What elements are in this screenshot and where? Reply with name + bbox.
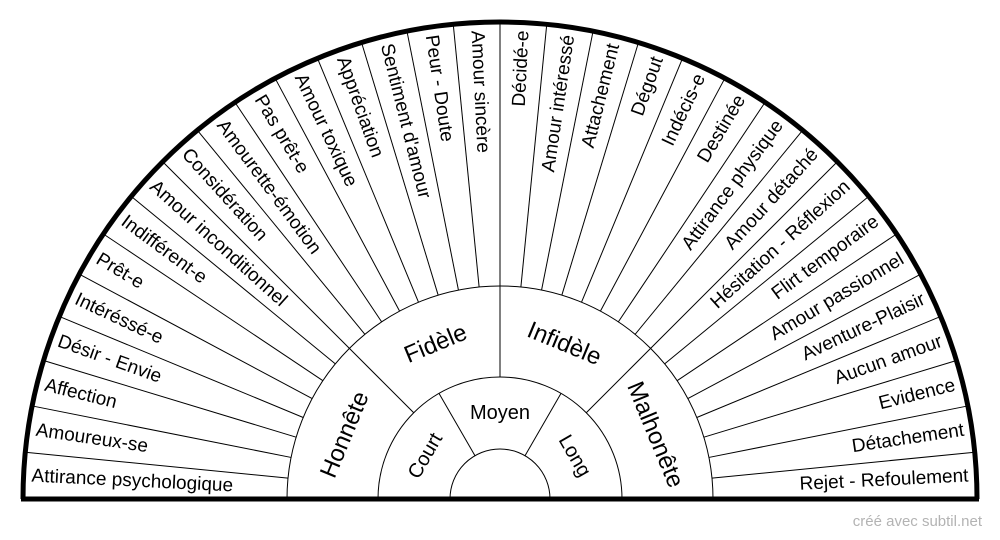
inner-ring-outline xyxy=(377,376,623,500)
inner-divider xyxy=(438,393,476,456)
outer-divider xyxy=(25,451,289,479)
middle-divider xyxy=(585,348,651,414)
outer-divider xyxy=(687,273,921,400)
outer-divider xyxy=(406,31,459,291)
outer-sector-label: Amour intéressé xyxy=(538,34,579,174)
inner-sector-label: Long xyxy=(554,431,595,481)
outer-divider xyxy=(32,405,292,458)
outer-divider xyxy=(541,31,594,291)
footer-credit: créé avec subtil.net xyxy=(852,513,982,530)
outer-divider xyxy=(43,360,297,438)
outer-divider xyxy=(361,42,439,296)
outer-sector-label: Rejet - Refoulement xyxy=(799,465,970,494)
outer-divider xyxy=(703,360,957,438)
outer-divider xyxy=(234,102,383,323)
inner-sector-label: Moyen xyxy=(470,402,530,424)
middle-sector-label: Malhonête xyxy=(621,378,689,492)
outer-sector-label: Affection xyxy=(43,375,119,413)
hub-outline xyxy=(449,448,551,500)
outer-divider xyxy=(650,161,838,349)
outer-sector-label: Indécis-e xyxy=(658,71,710,150)
middle-sector-label: Infidèle xyxy=(523,317,605,372)
outer-divider xyxy=(617,102,766,323)
outer-divider xyxy=(711,451,975,479)
middle-sector-label: Honnête xyxy=(315,388,375,482)
outer-divider xyxy=(130,196,336,365)
outer-divider xyxy=(664,196,870,365)
middle-sector-label: Fidèle xyxy=(400,319,471,369)
outer-divider xyxy=(197,129,366,335)
outer-divider xyxy=(520,24,548,288)
outer-divider xyxy=(452,24,480,288)
outer-divider xyxy=(59,315,304,418)
outer-divider xyxy=(103,233,324,382)
outer-divider xyxy=(162,161,350,349)
sector-dividers xyxy=(25,22,975,479)
outer-sector-label: Décidé-e xyxy=(509,30,534,107)
outer-divider xyxy=(274,78,401,312)
outer-divider xyxy=(316,58,419,303)
outer-divider xyxy=(696,315,941,418)
outer-divider xyxy=(708,405,968,458)
outer-divider xyxy=(561,42,639,296)
outer-divider xyxy=(599,78,726,312)
outer-divider xyxy=(581,58,684,303)
inner-divider xyxy=(524,393,562,456)
outer-sector-label: Attachement xyxy=(578,41,624,150)
outer-divider xyxy=(634,129,803,335)
outer-divider xyxy=(79,273,313,400)
outer-sector-label: Amour sincère xyxy=(466,30,493,153)
outer-divider xyxy=(676,233,897,382)
outer-sector-label: Prêt-e xyxy=(92,249,147,294)
middle-divider xyxy=(349,348,415,414)
inner-sector-label: Court xyxy=(404,429,448,483)
